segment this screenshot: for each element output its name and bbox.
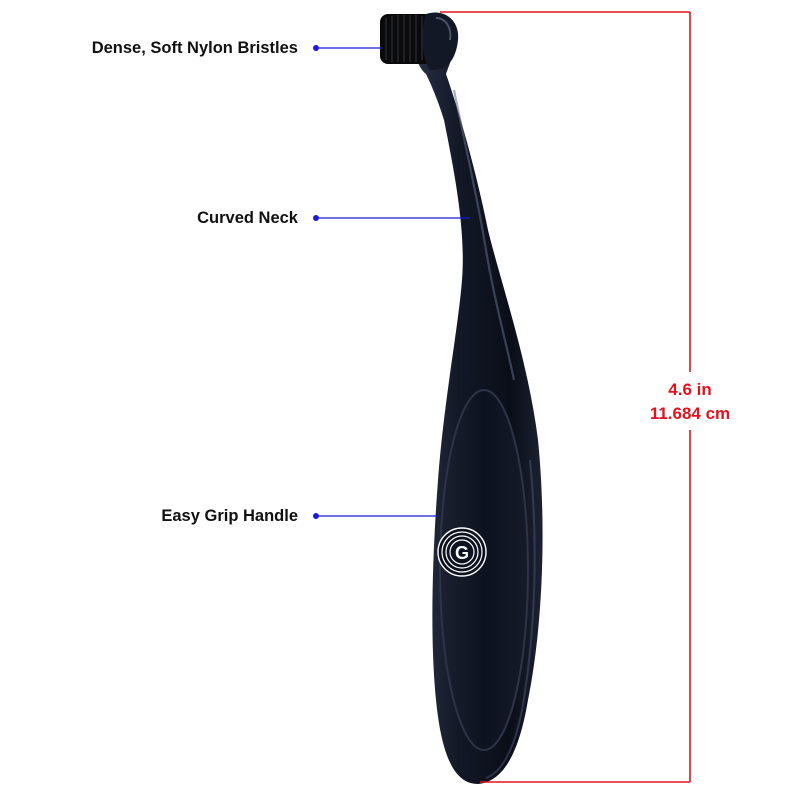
callout-dot-bristles: [313, 45, 319, 51]
neck-highlight: [452, 89, 516, 381]
dimension-centimeters: 11.684 cm: [649, 404, 731, 423]
dimension-inches: 4.6 in: [668, 380, 712, 399]
bristle-strands: [385, 15, 429, 62]
handle-highlight: [485, 459, 536, 779]
logo-letter: G: [455, 543, 469, 563]
callout-label-bristles: Dense, Soft Nylon Bristles: [91, 39, 298, 57]
callout-dot-neck: [313, 215, 319, 221]
callout-label-handle: Easy Grip Handle: [161, 507, 298, 525]
brand-logo: G: [437, 527, 487, 577]
grip-panel: [439, 389, 529, 751]
callout-lines: [313, 45, 470, 519]
brush-head: [422, 12, 459, 71]
callout-label-neck: Curved Neck: [197, 209, 298, 227]
head-shine: [435, 17, 452, 41]
callout-dot-handle: [313, 513, 319, 519]
dimension-bracket: [440, 11, 691, 783]
